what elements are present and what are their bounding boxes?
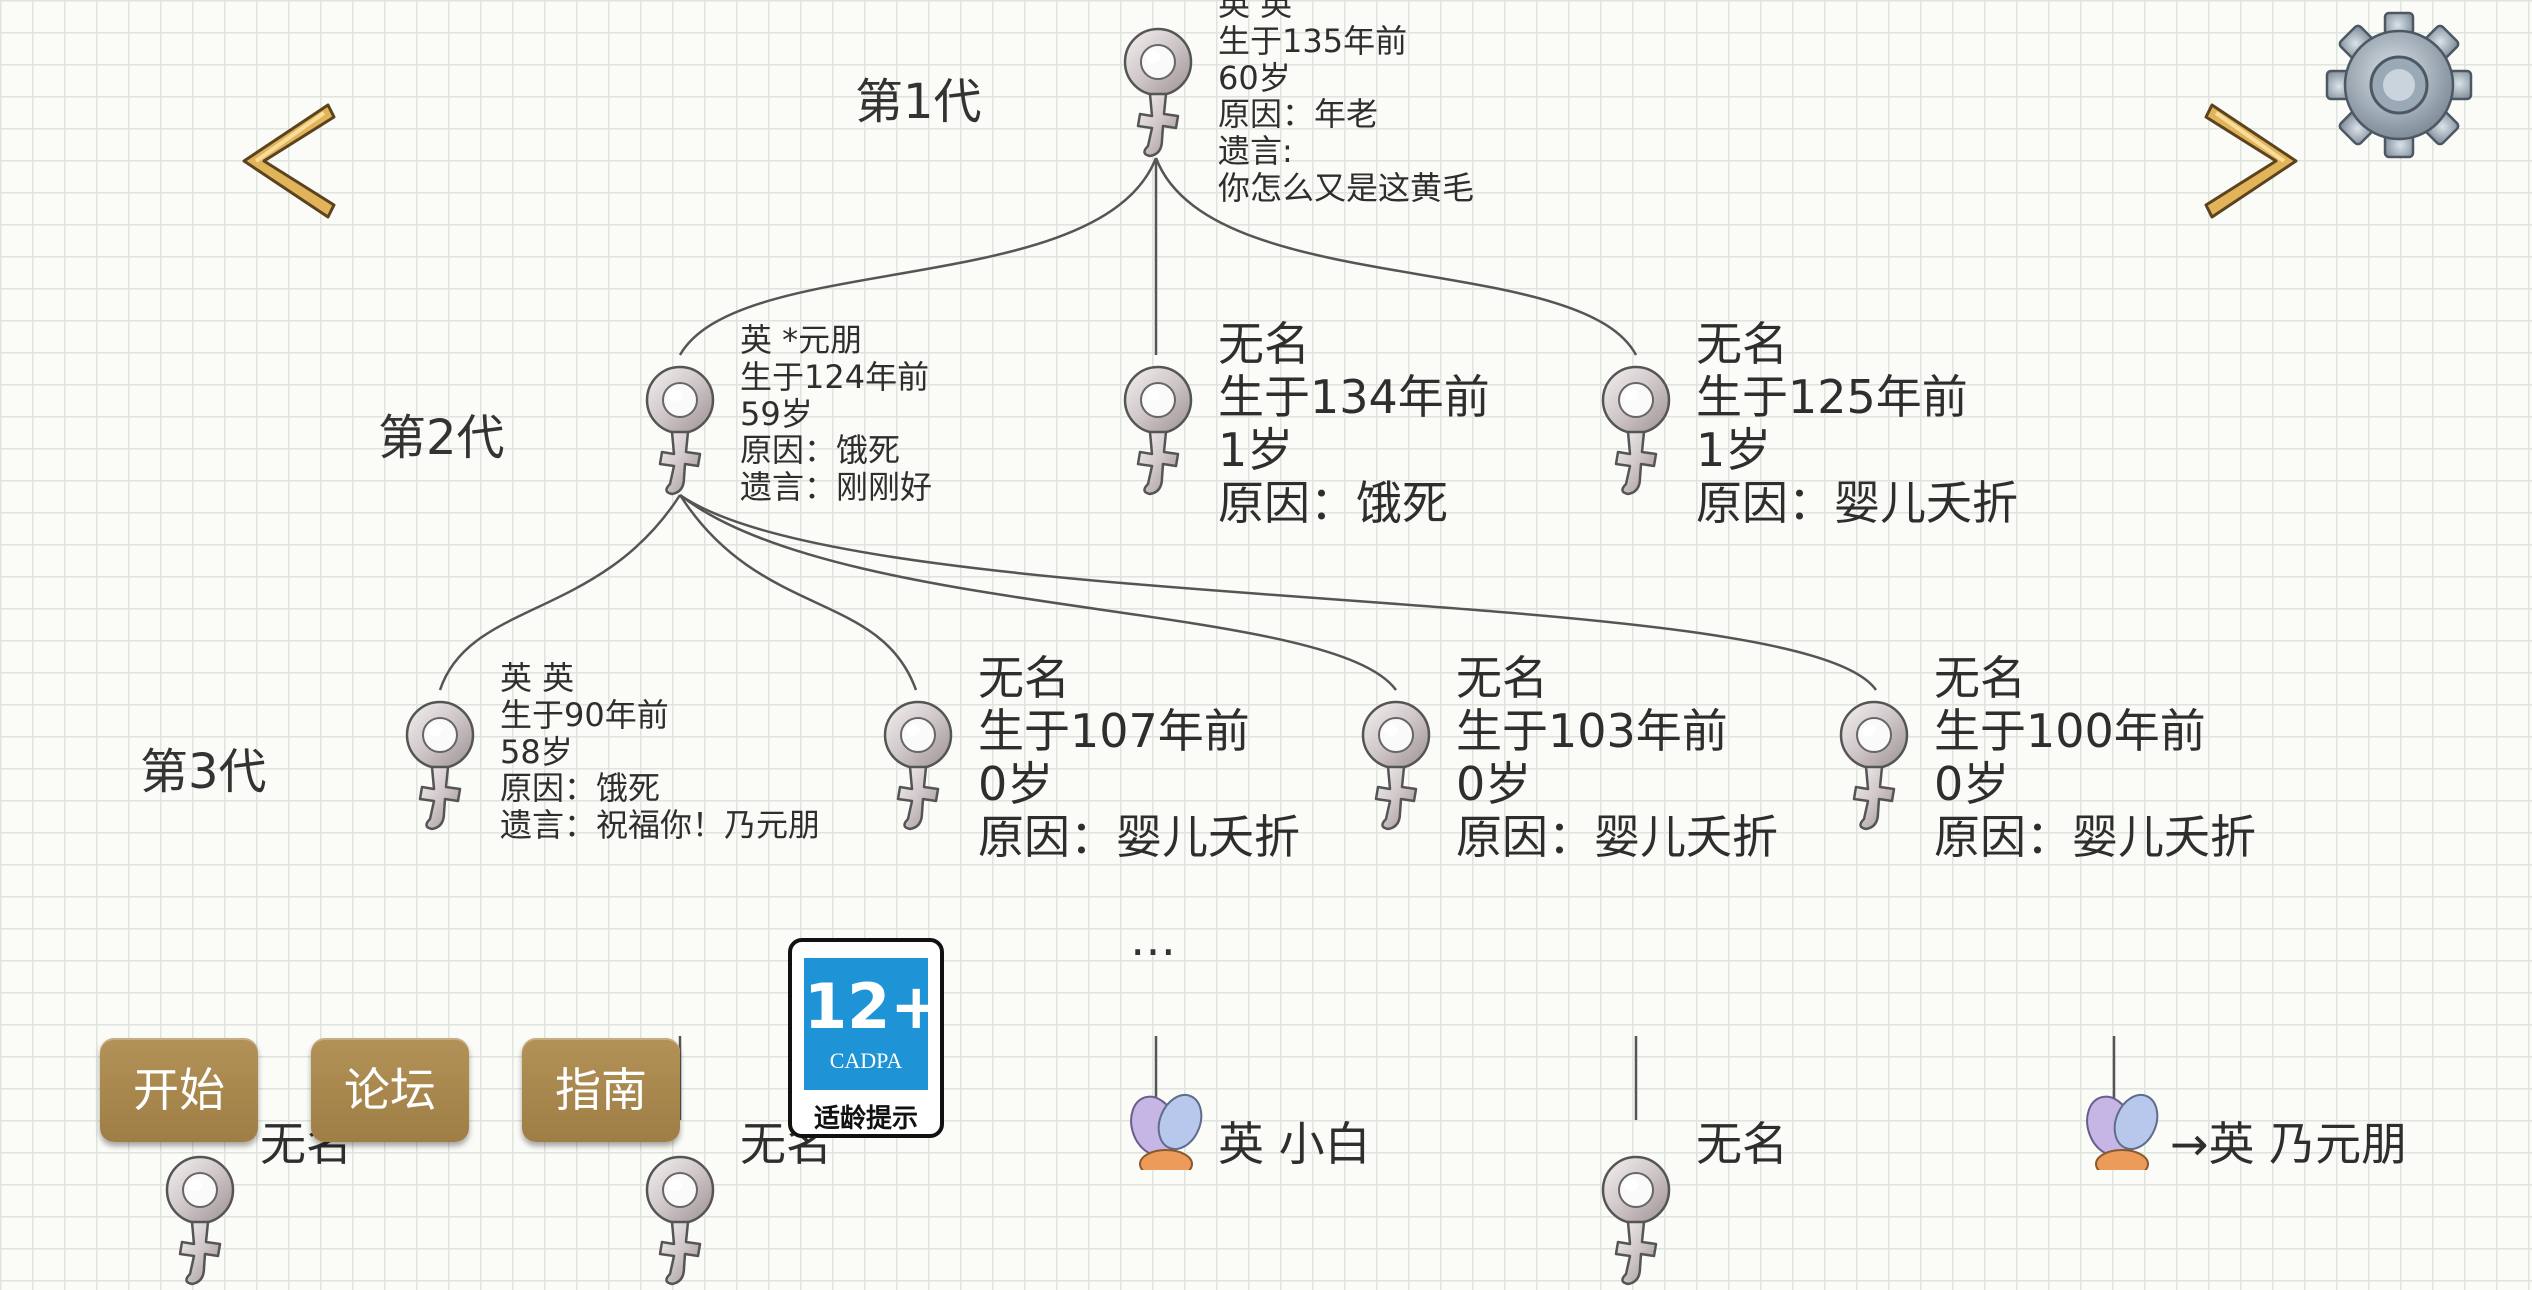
age-rating-number: 12+	[804, 970, 943, 1043]
person-name: 英 英	[500, 659, 575, 697]
person-name: 无名	[978, 651, 1070, 705]
more-generations-ellipsis: …	[1130, 912, 1176, 966]
person-info: 无名 生于107年前 0岁 原因：婴儿夭折	[978, 652, 1300, 864]
person-last-words: 遗言：祝福你！乃元朋	[500, 806, 821, 845]
age-rating-org: CADPA	[829, 1048, 903, 1073]
person-name: 无名	[1696, 317, 1788, 371]
butterfly-icon	[1130, 1093, 1203, 1170]
female-symbol-icon	[1596, 360, 1676, 500]
person-name: 无名	[1934, 651, 2026, 705]
person-cause: 原因：饿死	[740, 431, 901, 470]
person-name: 英 小白	[1218, 1117, 1371, 1171]
person-age: 58岁	[500, 732, 573, 771]
generation-label-3: 第3代	[140, 744, 267, 800]
person-age: 0岁	[1934, 756, 2010, 811]
age-rating-hint: 适龄提示	[813, 1104, 918, 1134]
female-symbol-icon	[1356, 695, 1436, 835]
person-cause: 原因：年老	[1218, 95, 1379, 134]
person-cause: 原因：饿死	[500, 769, 661, 808]
person-birth: 生于134年前	[1218, 369, 1490, 424]
person-name: 无名	[1696, 1117, 1788, 1171]
person-cause: 原因：婴儿夭折	[1456, 809, 1778, 864]
person-name: 英 英	[1218, 0, 1293, 23]
person-last-words: 你怎么又是这黄毛	[1218, 168, 1475, 207]
person-info: 无名 生于134年前 1岁 原因：饿死	[1218, 318, 1490, 530]
person-cause: 原因：婴儿夭折	[1696, 475, 2018, 530]
person-info: 无名 生于125年前 1岁 原因：婴儿夭折	[1696, 318, 2018, 530]
person-birth: 生于100年前	[1934, 703, 2206, 758]
person-age: 1岁	[1218, 422, 1294, 477]
person-name: 无名	[1218, 317, 1310, 371]
generation-label-2: 第2代	[378, 410, 505, 466]
family-tree-lines	[438, 157, 2116, 1120]
gear-icon[interactable]	[2324, 10, 2474, 160]
female-symbol-icon	[1596, 1150, 1676, 1290]
person-info: 无名 生于103年前 0岁 原因：婴儿夭折	[1456, 652, 1778, 864]
forum-button[interactable]: 论坛	[311, 1038, 469, 1142]
person-name: 无名	[1456, 651, 1548, 705]
age-rating-badge[interactable]: 12+ CADPA 适龄提示	[788, 938, 944, 1138]
person-birth: 生于135年前	[1218, 21, 1408, 60]
person-cause: 原因：婴儿夭折	[978, 809, 1300, 864]
person-info: 英 *元朋 生于124年前 59岁 原因：饿死 遗言：刚刚好	[740, 322, 932, 506]
person-age: 0岁	[1456, 756, 1532, 811]
female-symbol-icon	[640, 1150, 720, 1290]
person-birth: 生于107年前	[978, 703, 1250, 758]
person-cause: 原因：婴儿夭折	[1934, 809, 2256, 864]
female-symbol-icon	[400, 695, 480, 835]
female-symbol-icon	[160, 1150, 240, 1290]
person-name: →英 乃元朋	[2170, 1117, 2408, 1171]
female-symbol-icon	[640, 360, 720, 500]
person-cause: 原因：饿死	[1218, 475, 1448, 530]
generation-label-1: 第1代	[855, 74, 982, 130]
butterfly-icon	[2086, 1093, 2159, 1170]
guide-button[interactable]: 指南	[522, 1038, 680, 1142]
female-symbol-icon	[1834, 695, 1914, 835]
person-name: 英 *元朋	[740, 321, 863, 359]
person-age: 1岁	[1696, 422, 1772, 477]
age-rating-panel: 12+ CADPA	[804, 958, 943, 1090]
chevron-right-icon[interactable]	[2200, 95, 2310, 225]
female-symbol-icon	[1118, 22, 1198, 162]
person-birth: 生于125年前	[1696, 369, 1968, 424]
person-info: 无名 生于100年前 0岁 原因：婴儿夭折	[1934, 652, 2256, 864]
person-birth: 生于103年前	[1456, 703, 1728, 758]
person-birth: 生于90年前	[500, 695, 669, 734]
female-symbol-icon	[878, 695, 958, 835]
person-age: 59岁	[740, 394, 813, 433]
start-button[interactable]: 开始	[100, 1038, 258, 1142]
person-age: 0岁	[978, 756, 1054, 811]
person-birth: 生于124年前	[740, 357, 930, 396]
person-info: 英 英 生于90年前 58岁 原因：饿死 遗言：祝福你！乃元朋	[500, 660, 820, 844]
person-last-words: 遗言：刚刚好	[740, 468, 933, 507]
person-age: 60岁	[1218, 58, 1291, 97]
person-info: 英 英 生于135年前 60岁 原因：年老 遗言: 你怎么又是这黄毛	[1218, 0, 1474, 207]
chevron-left-icon[interactable]	[230, 95, 340, 225]
person-last-words-label: 遗言:	[1218, 132, 1293, 171]
female-symbol-icon	[1118, 360, 1198, 500]
